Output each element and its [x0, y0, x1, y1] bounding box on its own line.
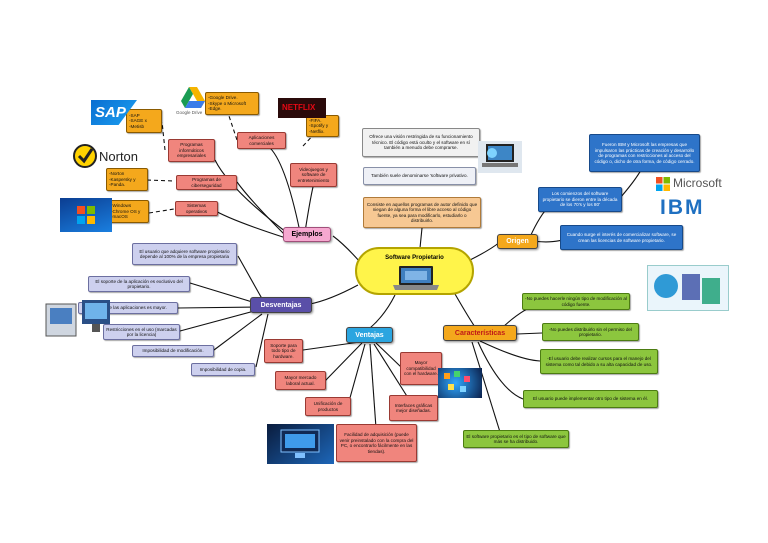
category-ejemplos: Ejemplos	[283, 227, 331, 242]
ventaja-adquisicion: Facilidad de adquisición (puede venir pr…	[336, 424, 417, 462]
norton-logo: Norton	[72, 143, 148, 169]
ventaja-mercado: Mayor mercado laboral actual.	[275, 371, 326, 390]
ejemplo-google-list: -Google Drive. -Skype o Microsoft -Edge.	[205, 92, 259, 115]
category-origen: Origen	[497, 234, 538, 249]
category-ventajas: Ventajas	[346, 327, 393, 343]
ventaja-soporte-hardware: Soporte para todo tipo de hardware.	[264, 339, 303, 363]
dependency-illustration	[44, 294, 112, 340]
ejemplo-videojuegos: Videojuegos y software de entretenimient…	[290, 163, 337, 187]
definicion-consiste: Consiste en aquellos programas de autor …	[363, 197, 481, 228]
desventaja-copia: Imposibilidad de copia.	[191, 363, 255, 376]
adquisicion-image	[267, 424, 334, 464]
laptop-icon	[393, 266, 439, 290]
ventaja-compatibilidad: Mayor compatibilidad con el hardware.	[400, 352, 442, 385]
building-icon	[45, 300, 110, 337]
origen-ibm-microsoft: Fueron IBM y Microsoft las empresas que …	[589, 134, 700, 172]
desventaja-depende: El usuario que adquiere software propiet…	[132, 243, 237, 265]
caracteristica-modificacion: -No puedes hacerle ningún tipo de modifi…	[522, 293, 630, 310]
definition-image	[478, 141, 522, 173]
apps-icon	[444, 371, 470, 392]
desventaja-soporte: El soporte de la aplicación es exclusivo…	[88, 276, 190, 292]
software-box-icon	[654, 274, 720, 304]
ejemplo-sap-list: -SAP -SAGE x -Metisb	[126, 109, 162, 133]
desventaja-restricciones: Restricciones en el uso (marcadas por la…	[103, 324, 180, 340]
origen-comienzos: Los comienzos del software propietario s…	[538, 187, 622, 212]
google-drive-icon	[181, 87, 205, 108]
ejemplo-sistemas: Sistemas operativos	[175, 201, 218, 216]
definicion-privativo: También suele denominarse 'software priv…	[363, 167, 476, 185]
ejemplo-windows-list: -Windows -Chrome OS y -macOS	[108, 200, 149, 223]
software-image	[647, 265, 729, 311]
definicion-vision: Ofrece una visión restringida de su func…	[362, 128, 480, 157]
central-node: Software Propietario	[355, 247, 474, 295]
ibm-logo: IBM	[660, 196, 705, 219]
caracteristica-implementar: El usuario puede implementar otro tipo d…	[523, 390, 658, 408]
ejemplo-aplicaciones: Aplicaciones comerciales	[237, 132, 286, 149]
desventaja-modificacion: Imposibilidad de modificación.	[132, 345, 214, 357]
computer-icon	[482, 144, 518, 167]
microsoft-icon	[656, 177, 670, 191]
caracteristica-distribuido: El software propietario es el tipo de so…	[463, 430, 569, 448]
interfaces-image	[438, 368, 482, 398]
norton-check-icon	[73, 144, 97, 168]
ventaja-unificacion: Unificación de productos	[305, 397, 351, 416]
microsoft-logo: Microsoft	[656, 176, 728, 192]
ejemplo-fifa-list: -FIFA. -Spotify y -Netflix.	[306, 115, 339, 137]
origen-licencias: Cuando surge el interés de comercializar…	[560, 225, 683, 250]
monitor-icon	[280, 429, 320, 458]
category-desventajas: Desventajas	[250, 297, 312, 313]
ejemplo-norton-list: -Norton -Kaspersky y -Panda.	[106, 168, 148, 191]
caracteristica-distribuir: -No puedes distribuirlo sin el permiso d…	[542, 323, 639, 341]
windows-image	[60, 198, 112, 232]
ventaja-interfaces: Interfaces gráficas mejor diseñadas.	[389, 395, 438, 421]
ejemplo-empresariales: Programas informáticos empresariales	[168, 139, 215, 162]
central-title: Software Propietario	[385, 255, 444, 261]
netflix-logo: NETFLIX	[278, 98, 326, 118]
ejemplo-ciberseguridad: Programas de ciberseguridad	[176, 175, 237, 190]
caracteristica-cursos: -El usuario debe realizar cursos para el…	[540, 349, 658, 374]
category-caracteristicas: Características	[443, 325, 517, 341]
google-drive-logo: Google Drive	[176, 84, 212, 120]
windows-icon	[77, 206, 95, 224]
